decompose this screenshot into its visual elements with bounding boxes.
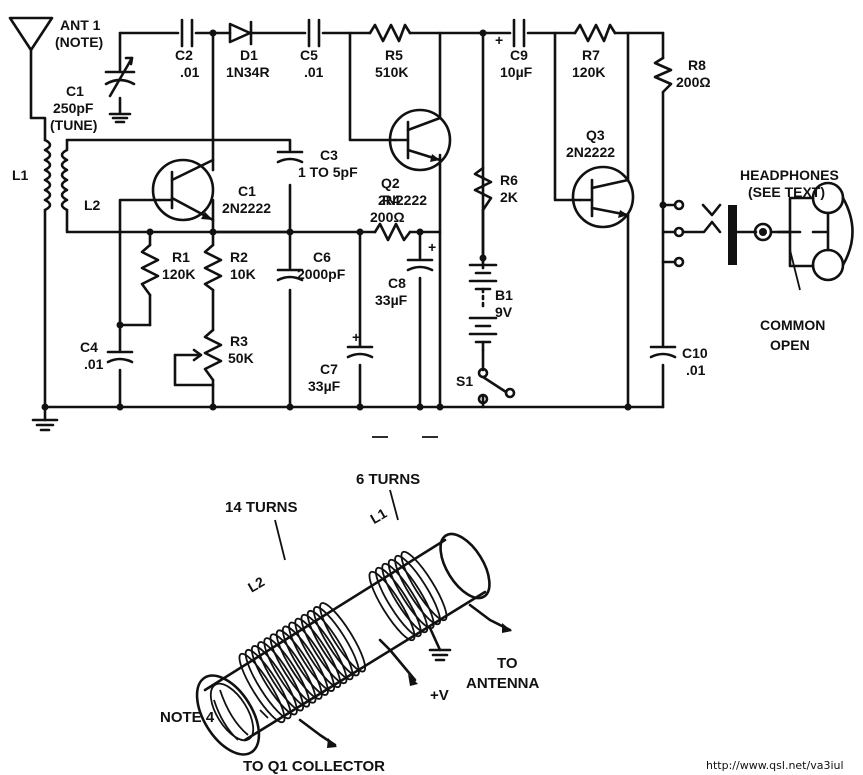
label-c5: C5.01 — [300, 47, 324, 80]
wire-turn — [288, 621, 336, 692]
label-l2: L2 — [84, 197, 101, 213]
label-6-turns: 6 TURNS — [356, 471, 420, 488]
headphone-jack — [673, 181, 854, 291]
coil-labels: 6 TURNS 14 TURNS L1 L2 NOTE 4 TO Q1 COLL… — [160, 471, 844, 775]
potentiometer-r3 — [173, 328, 223, 382]
wire-turn — [300, 613, 348, 685]
resistor-r8 — [653, 56, 673, 94]
coil-l2 — [60, 138, 69, 212]
resistor-r6 — [473, 166, 493, 212]
wire-turn — [257, 641, 305, 712]
label-14-turns: 14 TURNS — [225, 499, 298, 516]
coil-illustration — [195, 489, 512, 756]
wire-turn — [269, 633, 317, 704]
label-coil-l1: L1 — [367, 505, 389, 527]
resistor-r7 — [573, 23, 617, 43]
wire-turn — [312, 606, 360, 677]
label-antenna: ANT 1(NOTE) — [55, 17, 103, 50]
wiring — [29, 31, 677, 422]
label-c4: C4.01 — [80, 339, 104, 372]
wire-turn — [294, 617, 342, 689]
ground-icon — [108, 112, 132, 124]
label-l1: L1 — [12, 167, 29, 183]
resistor-r1 — [140, 243, 160, 297]
transistor-q1 — [151, 158, 215, 222]
switch-s1 — [477, 367, 516, 405]
coil-l1 — [43, 138, 52, 212]
wire-turn — [387, 558, 435, 630]
capacitor-c4 — [106, 350, 134, 364]
capacitor-c7 — [346, 345, 374, 359]
capacitor-c8 — [406, 258, 434, 272]
wire-turn — [368, 570, 416, 642]
capacitor-c9 — [512, 18, 526, 48]
label-c7-plus: + — [352, 329, 360, 345]
wire-turn — [400, 550, 448, 622]
credit-url: http://www.qsl.net/va3iul — [706, 759, 844, 772]
l2-windings — [238, 602, 367, 724]
wire-turn — [374, 566, 422, 638]
label-plus-v: +V — [430, 687, 449, 704]
l1-windings — [368, 550, 448, 642]
resistor-r5 — [368, 23, 412, 43]
label-s1: S1 — [456, 373, 473, 389]
label-c9-plus: + — [495, 32, 503, 48]
transistor-q2 — [388, 108, 452, 172]
wire-turn — [275, 629, 323, 700]
capacitor-c3 — [276, 150, 304, 164]
junction-dots — [41, 29, 667, 411]
antenna-symbol — [8, 16, 54, 52]
wire-turn — [250, 645, 298, 716]
wire-turn — [238, 652, 286, 724]
wire-turn — [381, 562, 429, 634]
transistor-q3 — [571, 165, 635, 229]
wire-turn — [319, 602, 367, 673]
diode-d1 — [228, 20, 253, 46]
wire-turn — [306, 609, 354, 681]
capacitor-c2 — [180, 18, 194, 48]
label-c8-plus: + — [428, 239, 436, 255]
capacitor-c5 — [307, 18, 321, 48]
capacitor-c10 — [649, 345, 677, 359]
label-coil-l2: L2 — [245, 573, 267, 595]
wire-turn — [281, 625, 329, 696]
label-to-q1-collector: TO Q1 COLLECTOR — [243, 758, 385, 775]
wire-turn — [394, 554, 442, 626]
wire-turn — [244, 648, 292, 720]
wire-turn — [263, 637, 311, 708]
capacitor-c6 — [276, 268, 304, 282]
resistor-r4 — [373, 222, 412, 242]
label-headphones: HEADPHONES(SEE TEXT) — [740, 167, 839, 200]
battery-b1 — [468, 263, 498, 352]
ground-icon — [31, 418, 59, 432]
label-note-4: NOTE 4 — [160, 709, 215, 726]
label-c10: C10.01 — [682, 345, 708, 378]
label-c2: C2.01 — [175, 47, 200, 80]
capacitor-c1-tune — [104, 56, 136, 98]
resistor-r2 — [203, 243, 223, 292]
